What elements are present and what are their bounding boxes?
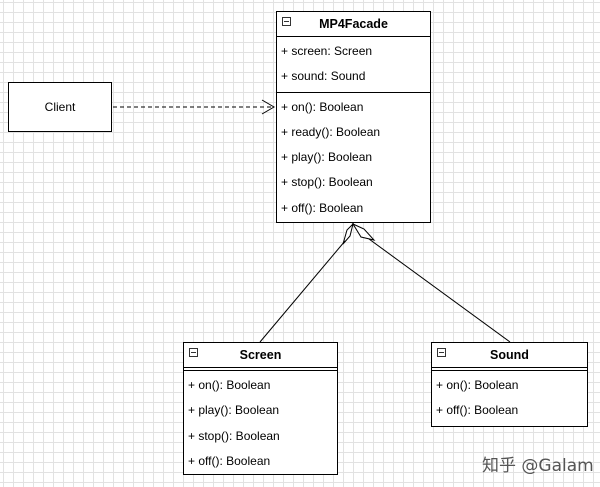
class-name: Sound — [490, 348, 529, 362]
operation-row[interactable]: + stop(): Boolean — [281, 175, 373, 190]
class-sound[interactable]: Sound + on(): Boolean + off(): Boolean — [431, 342, 588, 427]
attributes-section: + screen: Screen + sound: Sound — [277, 37, 430, 93]
class-name: Screen — [239, 348, 282, 362]
operation-row[interactable]: + on(): Boolean — [188, 378, 271, 392]
operation-row[interactable]: + ready(): Boolean — [281, 124, 381, 139]
operations-section: + on(): Boolean + off(): Boolean — [432, 371, 587, 426]
operation-row[interactable]: + play(): Boolean — [281, 150, 373, 165]
collapse-icon[interactable] — [437, 348, 446, 357]
aggregation-line-screen — [259, 240, 346, 343]
aggregation-diamond-sound — [351, 222, 376, 241]
operations-section: + on(): Boolean + ready(): Boolean + pla… — [277, 93, 430, 223]
dependency-arrowhead — [261, 99, 275, 115]
aggregation-line-sound — [368, 238, 511, 343]
class-mp4facade[interactable]: MP4Facade + screen: Screen + sound: Soun… — [276, 11, 431, 223]
client-label: Client — [44, 100, 76, 114]
attribute-row[interactable]: + screen: Screen — [281, 44, 373, 58]
class-header: MP4Facade — [277, 12, 430, 37]
operations-section: + on(): Boolean + play(): Boolean + stop… — [184, 371, 337, 476]
operation-row[interactable]: + on(): Boolean — [436, 378, 519, 392]
class-screen[interactable]: Screen + on(): Boolean + play(): Boolean… — [183, 342, 338, 475]
operation-row[interactable]: + off(): Boolean — [188, 453, 271, 468]
operation-row[interactable]: + play(): Boolean — [188, 403, 280, 418]
attributes-section — [184, 368, 337, 371]
operation-row[interactable]: + off(): Boolean — [281, 200, 364, 215]
class-header: Sound — [432, 343, 587, 368]
operation-row[interactable]: + off(): Boolean — [436, 403, 519, 418]
operation-row[interactable]: + on(): Boolean — [281, 99, 364, 114]
attributes-section — [432, 368, 587, 371]
collapse-icon[interactable] — [189, 348, 198, 357]
watermark: 知乎 @Galam Lee — [482, 456, 600, 476]
collapse-icon[interactable] — [282, 17, 291, 26]
class-header: Screen — [184, 343, 337, 368]
class-name: MP4Facade — [319, 17, 388, 31]
attribute-row[interactable]: + sound: Sound — [281, 69, 366, 84]
operation-row[interactable]: + stop(): Boolean — [188, 428, 280, 443]
client-box[interactable]: Client — [8, 82, 112, 132]
